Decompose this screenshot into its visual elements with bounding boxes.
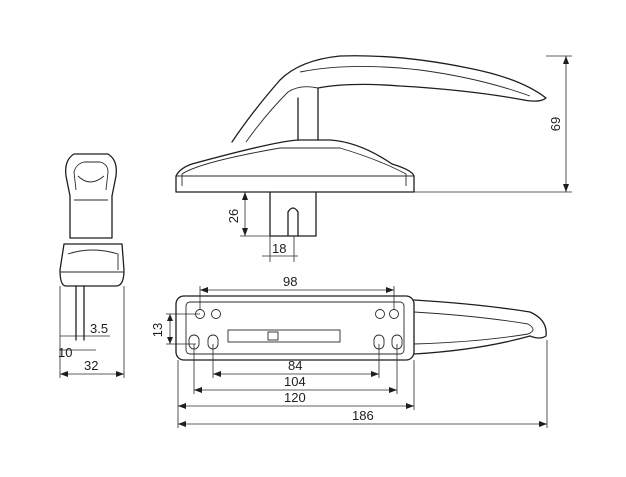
front-elevation-view: 69 26 18 (175, 55, 572, 262)
lever-arm-inner-curve (245, 86, 319, 143)
arrow-104-right (389, 387, 397, 393)
arrow-120-left (178, 403, 186, 409)
lever-arm-outline (231, 55, 547, 143)
dim-label-13: 13 (150, 323, 165, 337)
dim-label-84: 84 (288, 358, 302, 373)
plan-view: 98 13 84 104 120 186 (150, 274, 548, 428)
mount-slot-hole (188, 334, 200, 350)
plan-lever-tail-inner (413, 311, 534, 345)
arrow-186-left (178, 421, 186, 427)
lever-highlight (299, 65, 531, 97)
arrow-69-top (563, 56, 569, 64)
arrow-13-bottom (167, 337, 173, 344)
arrow-13-top (167, 314, 173, 321)
arrow-32-right (116, 371, 124, 377)
arrow-84-left (213, 371, 221, 377)
arrow-84-right (371, 371, 379, 377)
side-base-outline (59, 243, 125, 287)
dim-label-26: 26 (226, 209, 241, 223)
dim-label-104: 104 (284, 374, 306, 389)
dim-label-98: 98 (283, 274, 297, 289)
dim-label-10: 10 (58, 345, 72, 360)
arrow-98-right (386, 287, 394, 293)
plan-plate-inner (185, 301, 405, 355)
mount-hole (211, 309, 221, 319)
base-plate-outline (175, 139, 415, 193)
mount-slot-hole (391, 334, 403, 350)
dim-label-186: 186 (352, 408, 374, 423)
dim-label-69: 69 (548, 117, 563, 131)
plan-slot-key (267, 331, 279, 341)
dim-label-3-5: 3.5 (90, 321, 108, 336)
mount-hole (389, 309, 399, 319)
base-plate-inner-edge (181, 147, 407, 186)
side-base-inner (67, 249, 119, 270)
arrow-98-left (200, 287, 208, 293)
mount-slot-hole (373, 334, 385, 350)
dim-label-120: 120 (284, 390, 306, 405)
side-head-outline (65, 153, 117, 197)
mount-slot-hole (207, 334, 219, 350)
spindle-slot (287, 207, 299, 237)
spindle-outline (269, 191, 317, 237)
arrow-26-bottom (242, 228, 248, 236)
side-stem-outline (69, 195, 113, 239)
plan-lever-tail (413, 299, 547, 355)
arrow-120-right (406, 403, 414, 409)
plan-center-slot (227, 329, 341, 343)
arrow-186-right (539, 421, 547, 427)
dim-label-32: 32 (84, 358, 98, 373)
plan-plate-outline (175, 295, 415, 361)
arrow-32-left (60, 371, 68, 377)
arrow-104-left (194, 387, 202, 393)
side-head-inner (73, 161, 109, 191)
arrow-26-top (242, 192, 248, 200)
mount-hole (375, 309, 385, 319)
arrow-69-bottom (563, 184, 569, 192)
dim-label-18: 18 (272, 241, 286, 256)
side-head-grip (77, 175, 105, 183)
side-view: 3.5 10 32 (58, 153, 125, 378)
